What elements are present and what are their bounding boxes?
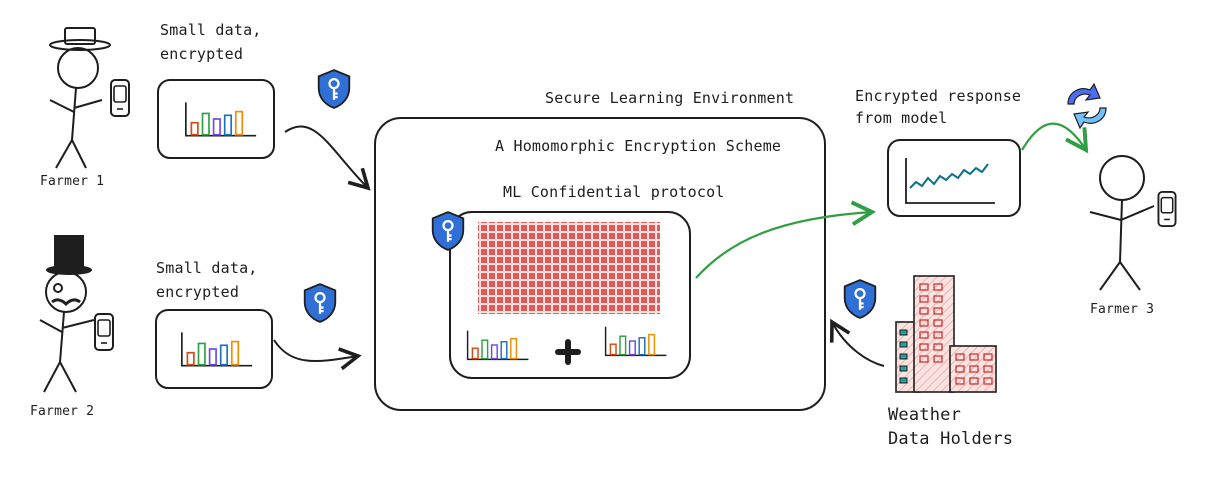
response-arrow bbox=[1021, 122, 1089, 154]
farmer2-note-line2: encrypted bbox=[156, 283, 240, 301]
shield-key-icon bbox=[303, 282, 337, 324]
bar-chart-icon bbox=[466, 329, 530, 361]
bar-chart-icon bbox=[604, 325, 668, 357]
farmer1-note-line1: Small data, bbox=[160, 21, 262, 39]
shield-key-icon bbox=[317, 68, 351, 110]
shield-key-icon bbox=[431, 210, 465, 252]
farmer1-name: Farmer 1 bbox=[40, 174, 105, 189]
environment-title: Secure Learning Environment bbox=[545, 89, 795, 107]
building-icon bbox=[895, 275, 997, 393]
farmer2-note-line1: Small data, bbox=[156, 259, 258, 277]
weather-label-line1: Weather bbox=[888, 405, 962, 425]
line-chart-icon bbox=[905, 158, 995, 204]
farmer3-name: Farmer 3 bbox=[1090, 302, 1155, 317]
farmer1-arrow bbox=[284, 125, 371, 191]
weather-arrow bbox=[829, 318, 885, 367]
model-output-arrow bbox=[695, 200, 877, 279]
protocol-box bbox=[449, 211, 691, 379]
plus-icon bbox=[555, 339, 581, 365]
phone-icon bbox=[93, 312, 115, 352]
protocol-label: ML Confidential protocol bbox=[503, 183, 725, 201]
hat-icon bbox=[46, 235, 92, 275]
phone-icon bbox=[1157, 190, 1177, 228]
hat-icon bbox=[49, 27, 111, 51]
encrypted-model-grid bbox=[478, 222, 660, 314]
scheme-label: A Homomorphic Encryption Scheme bbox=[495, 137, 782, 155]
farmer2-arrow bbox=[273, 339, 362, 371]
sync-icon bbox=[1067, 82, 1107, 130]
farmer2-name: Farmer 2 bbox=[30, 404, 95, 419]
farmer1-figure bbox=[49, 27, 111, 169]
farmer1-note-line2: encrypted bbox=[160, 45, 244, 63]
shield-key-icon bbox=[843, 278, 877, 320]
response-card bbox=[887, 139, 1021, 217]
phone-icon bbox=[109, 78, 131, 118]
response-label-line1: Encrypted response bbox=[855, 87, 1022, 105]
farmer3-figure bbox=[1089, 155, 1155, 291]
response-label-line2: from model bbox=[855, 109, 948, 127]
farmer2-figure bbox=[39, 235, 95, 393]
secure-environment-box bbox=[374, 117, 826, 411]
weather-label-line2: Data Holders bbox=[888, 429, 1014, 449]
